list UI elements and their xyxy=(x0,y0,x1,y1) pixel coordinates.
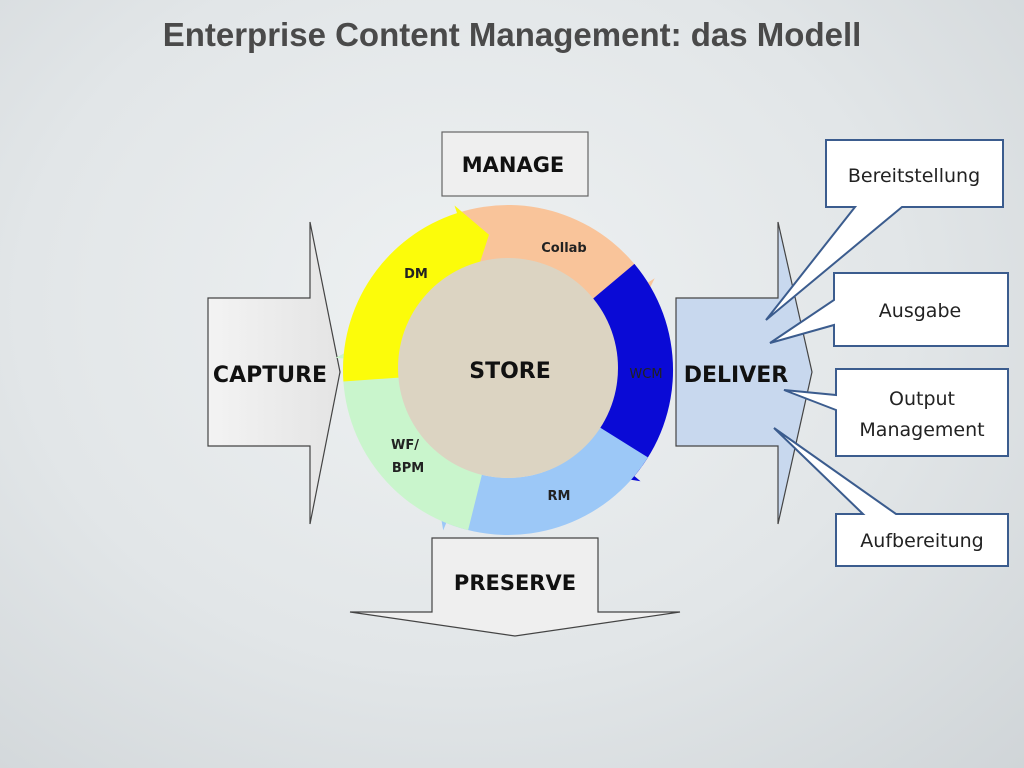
capture-arrow: CAPTURE xyxy=(207,221,341,525)
wf-bpm-segment xyxy=(335,337,482,531)
wf-label-line1: WF/ xyxy=(391,438,419,453)
manage-box: MANAGE xyxy=(441,131,589,197)
callout-ausgabe: Ausgabe xyxy=(769,272,1009,347)
callout-output-line1: Output xyxy=(889,388,955,410)
preserve-label: PRESERVE xyxy=(454,571,576,595)
capture-label: CAPTURE xyxy=(213,363,327,388)
manage-label: MANAGE xyxy=(462,153,565,177)
wcm-segment xyxy=(586,263,674,482)
callout-aufbereitung: Aufbereitung xyxy=(773,427,1009,567)
store-label: STORE xyxy=(469,359,551,384)
callout-ausgabe-text: Ausgabe xyxy=(879,300,961,322)
rm-label: RM xyxy=(548,489,571,504)
preserve-arrow: PRESERVE xyxy=(349,537,681,637)
callout-aufbereitung-text: Aufbereitung xyxy=(860,530,983,552)
deliver-arrow: DELIVER xyxy=(675,221,813,525)
rm-segment xyxy=(435,427,648,535)
callout-bereitstellung: Bereitstellung xyxy=(765,139,1004,321)
deliver-label: DELIVER xyxy=(684,363,789,388)
callout-bereitstellung-text: Bereitstellung xyxy=(848,165,980,187)
ecm-cycle xyxy=(335,205,674,535)
dm-label: DM xyxy=(404,267,428,282)
callout-output-management: Output Management xyxy=(783,368,1009,457)
callout-output-line2: Management xyxy=(859,419,984,441)
collab-label: Collab xyxy=(541,241,586,256)
store-circle: STORE xyxy=(398,258,618,478)
dm-segment xyxy=(343,205,489,382)
diagram-title: Enterprise Content Management: das Model… xyxy=(162,16,862,53)
wcm-label: WCM xyxy=(629,367,662,382)
wf-label-line2: BPM xyxy=(392,461,424,476)
